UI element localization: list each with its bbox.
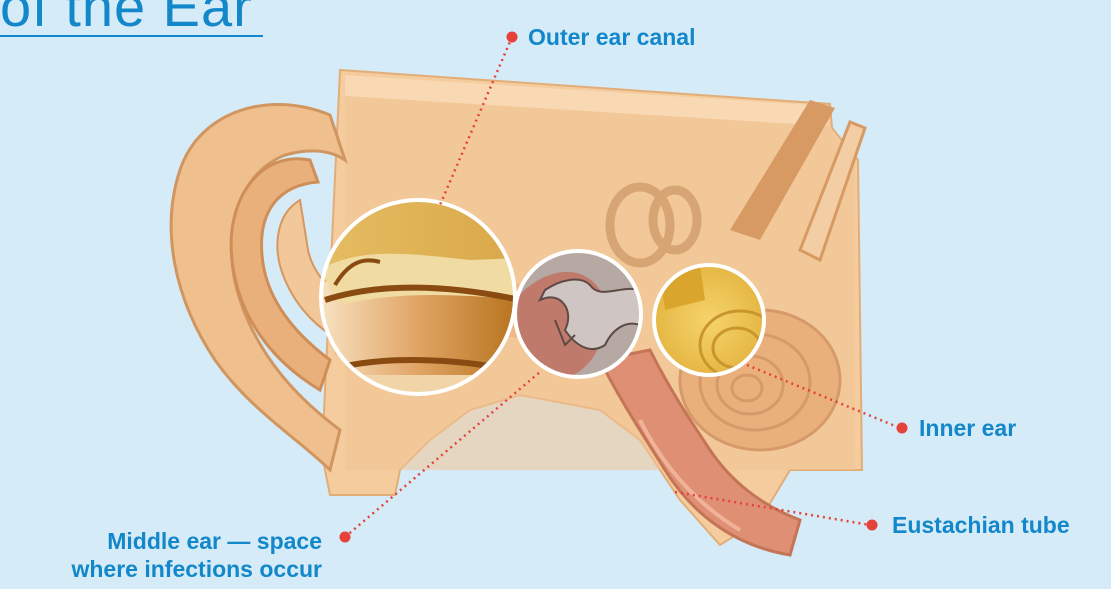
label-middle-ear-line2: where infections occur xyxy=(30,555,322,583)
label-eustachian-tube: Eustachian tube xyxy=(892,511,1070,539)
label-middle-ear-line1: Middle ear — space xyxy=(30,527,322,555)
label-outer-ear-canal: Outer ear canal xyxy=(528,23,695,51)
label-inner-ear: Inner ear xyxy=(919,414,1016,442)
dot-inner-ear xyxy=(897,423,908,434)
middle-ear-magnifier xyxy=(515,251,641,380)
dot-eustachian xyxy=(867,520,878,531)
dot-middle-ear xyxy=(340,532,351,543)
dot-outer-canal xyxy=(507,32,518,43)
pinna xyxy=(171,104,345,470)
label-middle-ear: Middle ear — space where infections occu… xyxy=(30,527,322,583)
